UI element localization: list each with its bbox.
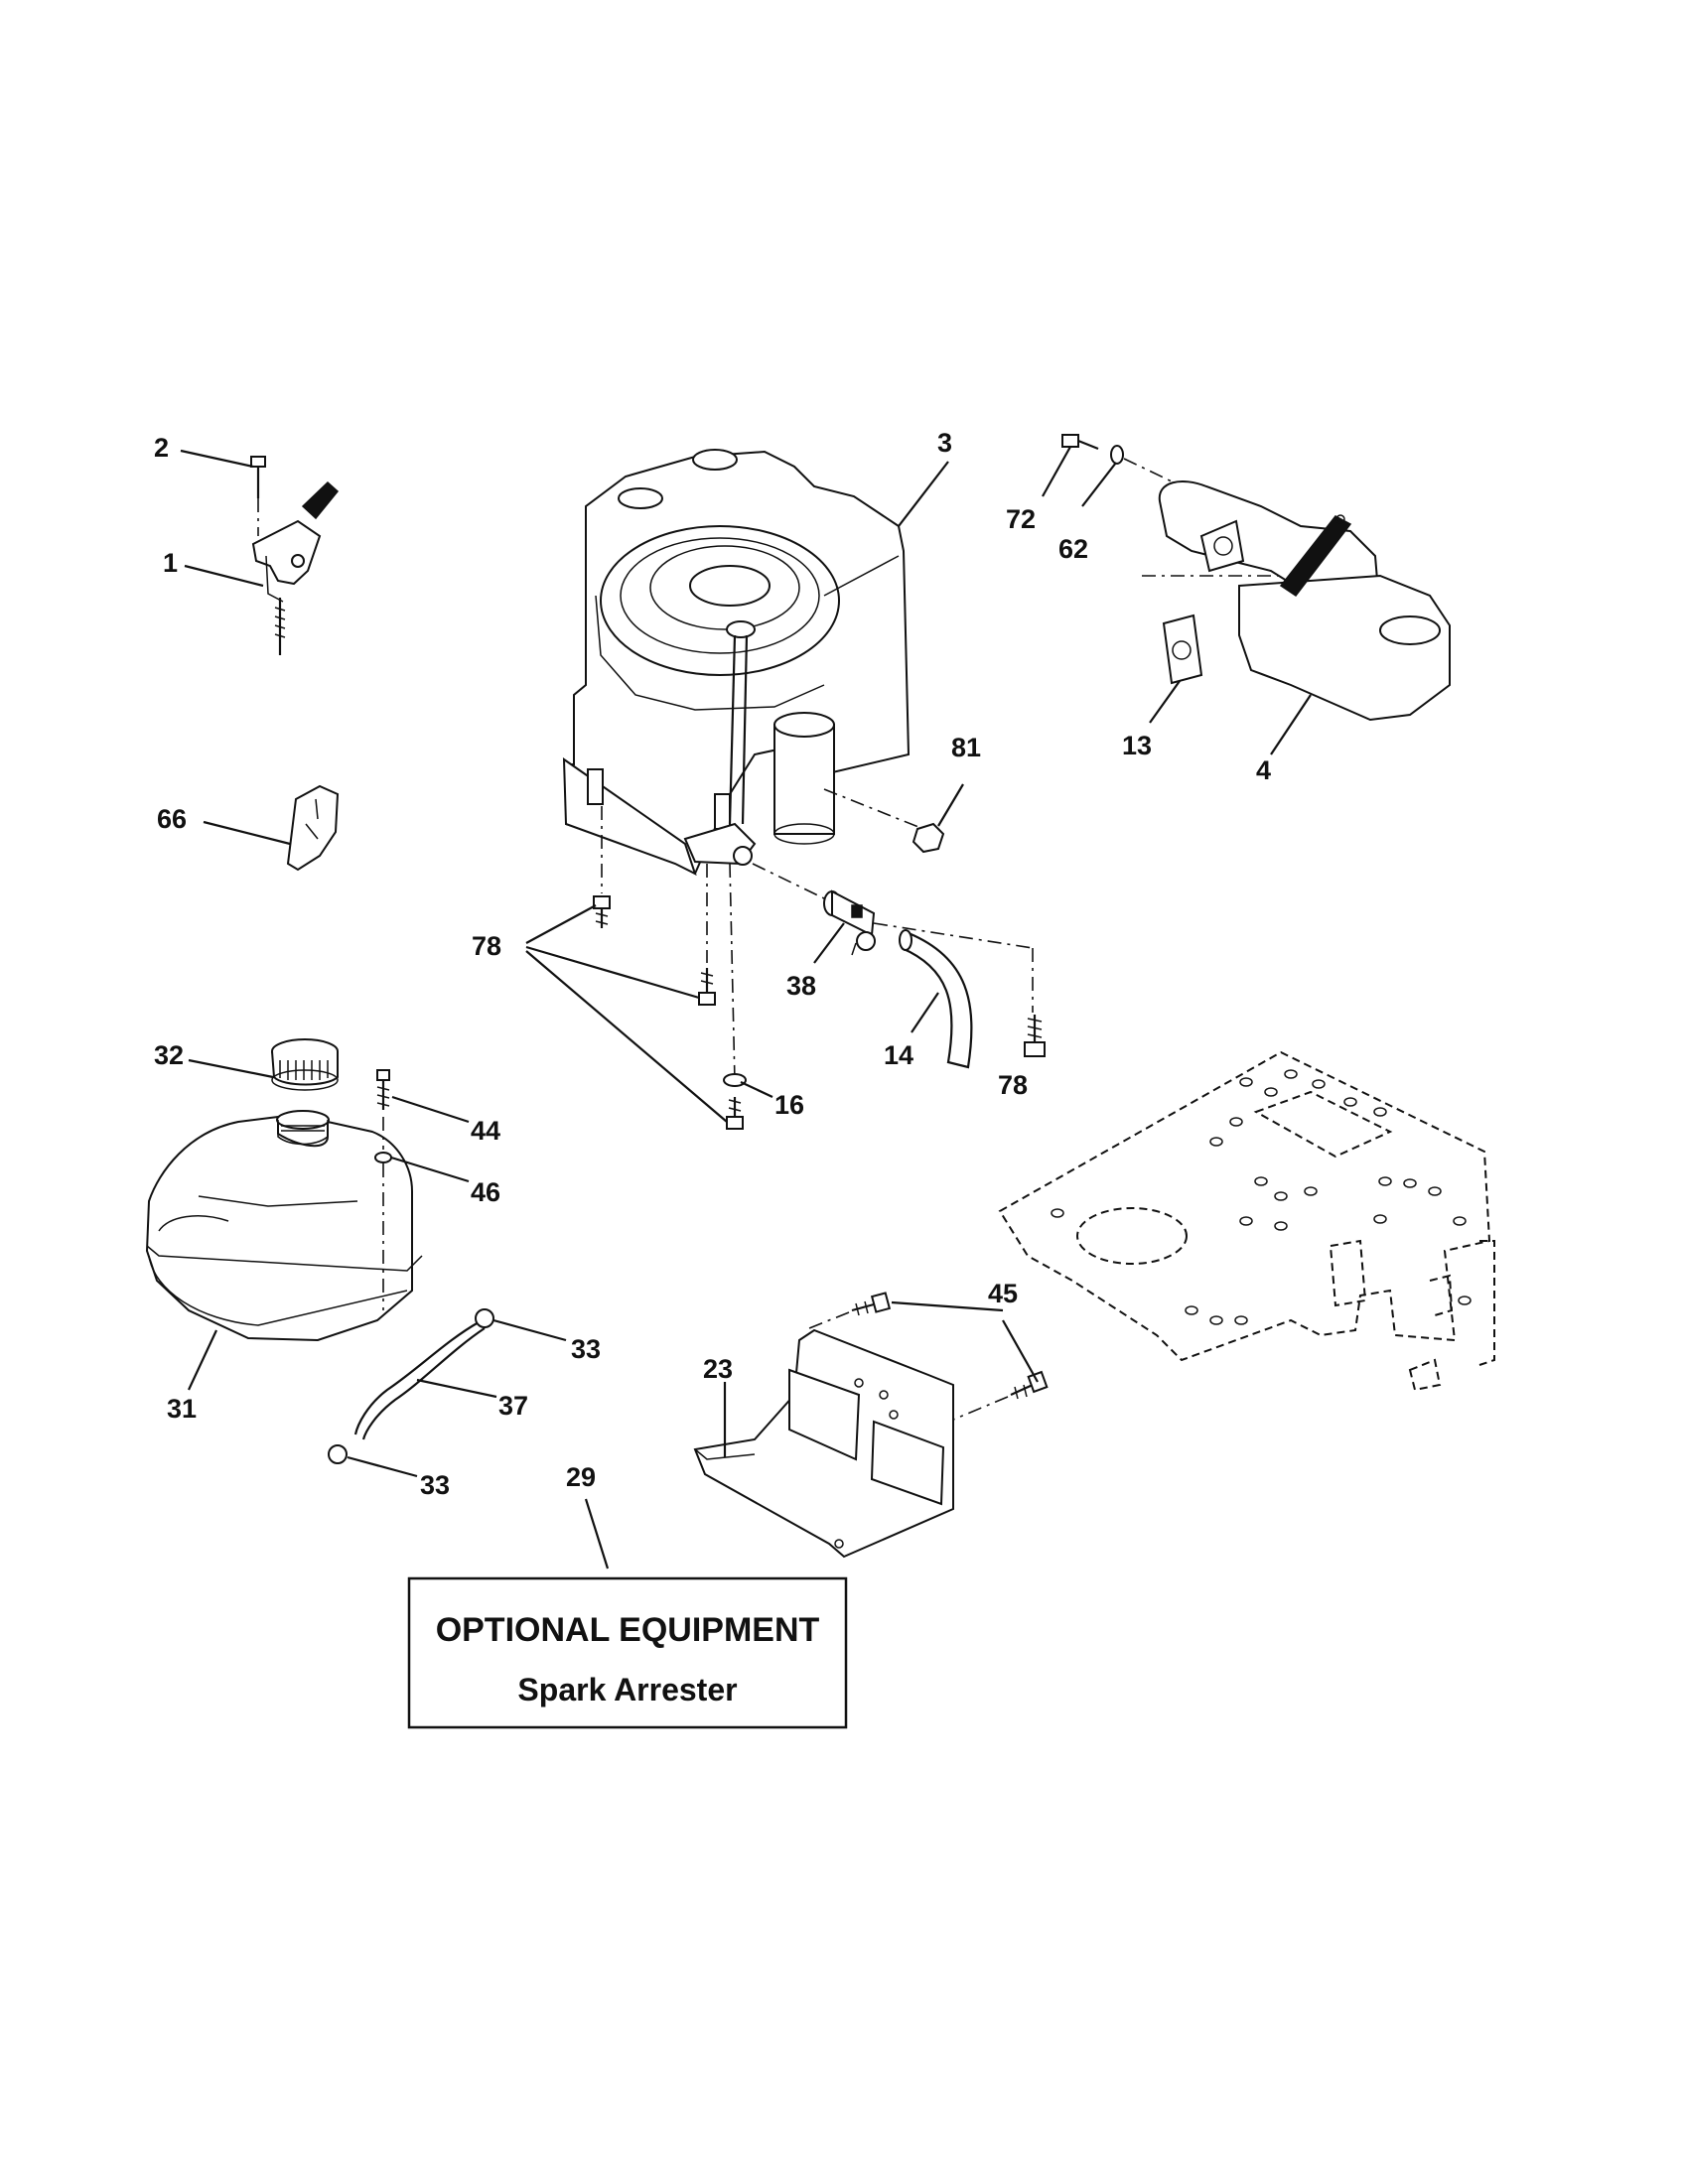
engine-part: [562, 449, 911, 876]
bolt-part: [593, 895, 611, 928]
heat-shield-part: [693, 1328, 954, 1559]
bolt-part: [698, 968, 716, 1006]
fuel-cap-part: [271, 1038, 339, 1091]
callout-72: 72: [1006, 504, 1036, 534]
callout-44: 44: [471, 1116, 500, 1146]
frame-reference-part: [998, 1050, 1495, 1392]
callout-14: 14: [884, 1040, 913, 1070]
callout-81: 81: [951, 733, 981, 762]
callout-4: 4: [1256, 755, 1271, 785]
bolt-72-part: [1061, 434, 1099, 451]
leader-lines: [180, 446, 1312, 1570]
callout-33: 33: [571, 1334, 601, 1364]
bolt-part: [1024, 1015, 1046, 1057]
bracket-part: [286, 784, 340, 872]
optional-equipment-title: OPTIONAL EQUIPMENT: [436, 1611, 820, 1649]
callout-23: 23: [703, 1354, 733, 1384]
callout-1: 1: [163, 548, 178, 578]
lock-washer-62-part: [1110, 445, 1124, 465]
hose-clamp-part: [328, 1308, 494, 1464]
callout-78: 78: [998, 1070, 1028, 1100]
callout-45: 45: [988, 1279, 1018, 1308]
throttle-control-part: [251, 480, 340, 655]
callout-13: 13: [1122, 731, 1152, 760]
callout-3: 3: [937, 428, 952, 458]
callout-2: 2: [154, 433, 169, 463]
callout-37: 37: [498, 1391, 528, 1421]
bolt-part: [726, 1097, 744, 1130]
callout-labels: 2 1 66 3 72 62 13 4 81 78 38 14 78 16 32…: [154, 428, 1271, 1500]
callout-31: 31: [167, 1394, 197, 1424]
callout-66: 66: [157, 804, 187, 834]
callout-38: 38: [786, 971, 816, 1001]
heat-shield-screw-part: [952, 1370, 1049, 1421]
tank-screw-part: [374, 1069, 392, 1310]
callout-16: 16: [774, 1090, 804, 1120]
callout-78: 78: [472, 931, 501, 961]
muffler-part: [1158, 480, 1451, 722]
nut-part: [912, 822, 945, 854]
fuel-tank-part: [145, 1110, 423, 1342]
callout-62: 62: [1058, 534, 1088, 564]
heat-shield-screw-part: [803, 1292, 892, 1331]
callout-29: 29: [566, 1462, 596, 1492]
drain-valve-part: [823, 889, 876, 956]
screw-part: [250, 456, 266, 536]
optional-equipment-subtitle: Spark Arrester: [517, 1672, 737, 1707]
washer-part: [723, 1073, 747, 1087]
optional-equipment-box: OPTIONAL EQUIPMENT Spark Arrester: [407, 1576, 848, 1729]
callout-46: 46: [471, 1177, 500, 1207]
gasket-part: [1162, 614, 1203, 685]
callout-32: 32: [154, 1040, 184, 1070]
drain-hose-part: [899, 929, 973, 1069]
callout-33: 33: [420, 1470, 450, 1500]
fuel-line-part: [353, 1321, 486, 1440]
